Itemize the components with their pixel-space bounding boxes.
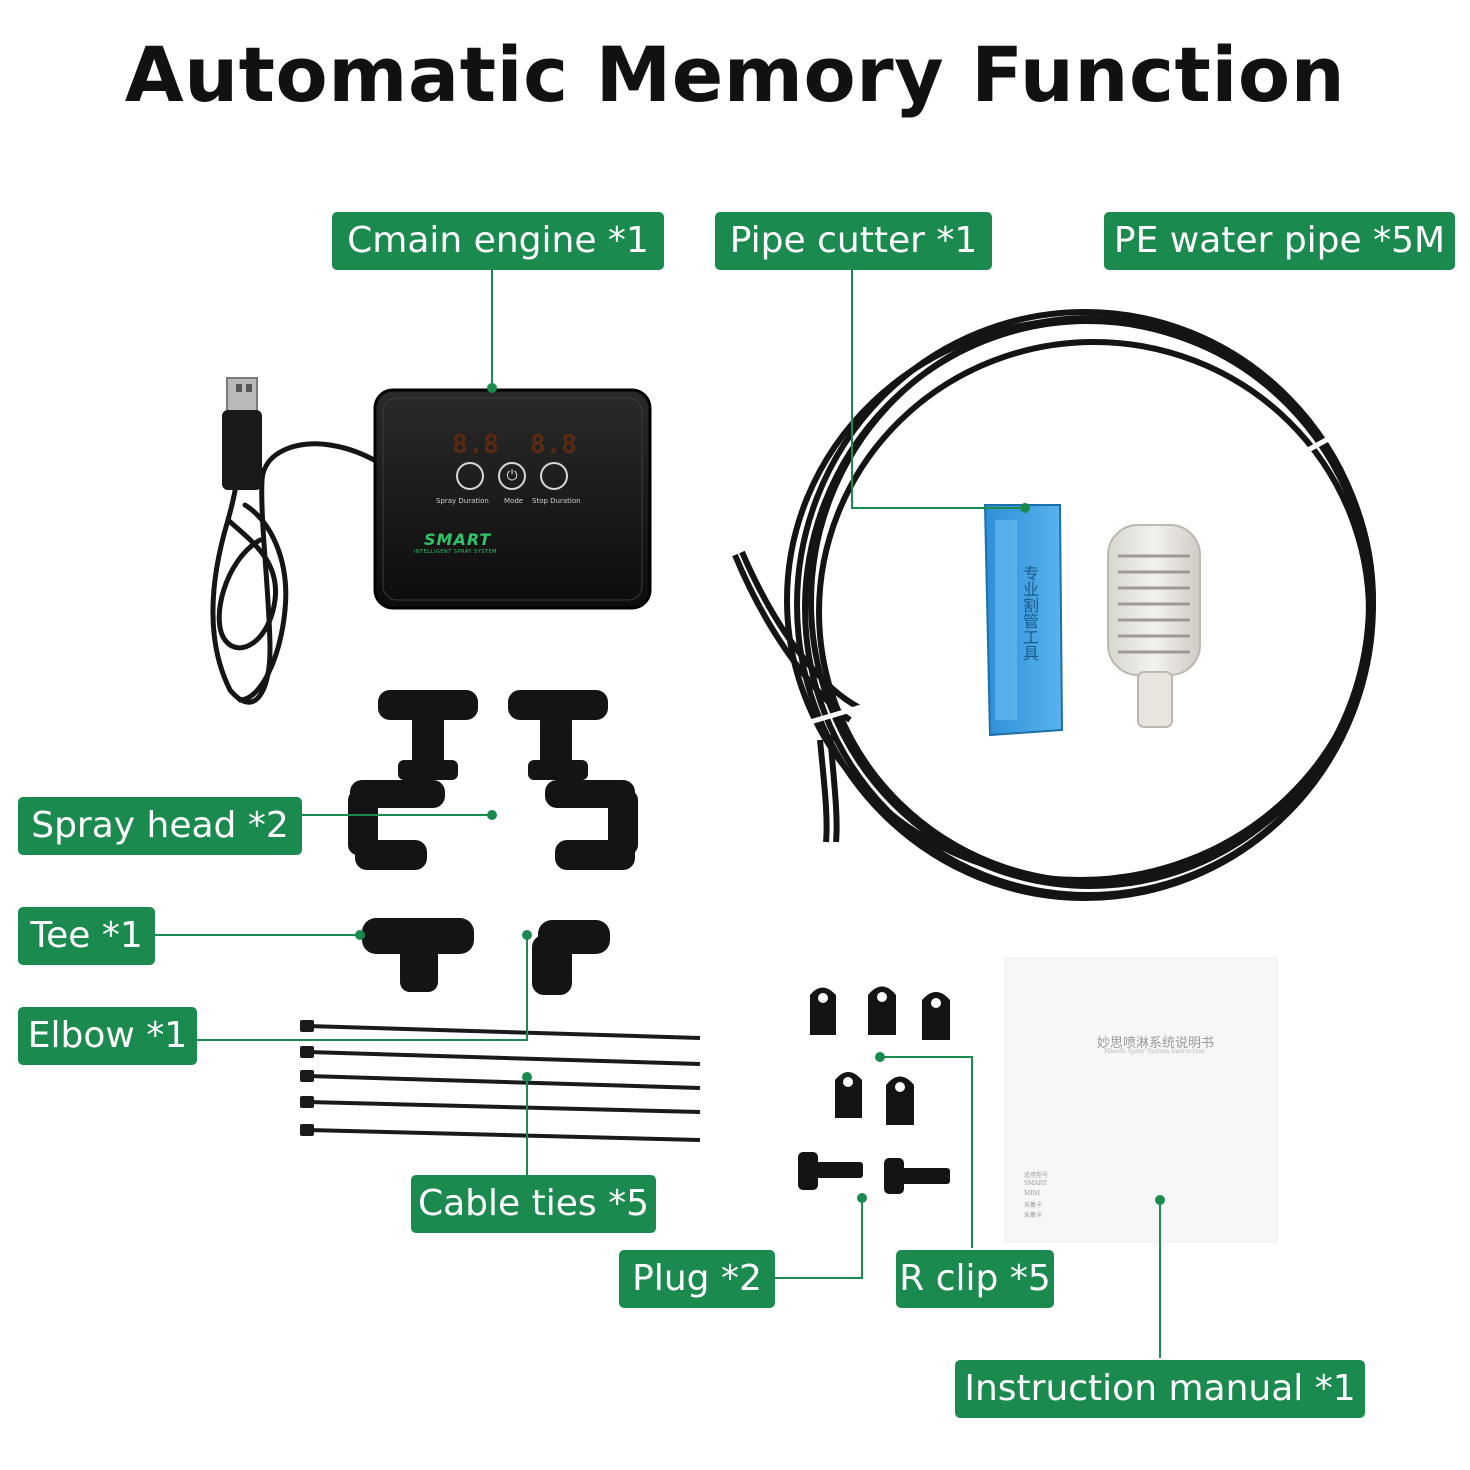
- spray-head-right: [508, 690, 638, 870]
- label-spray-head: Spray head *2: [18, 797, 302, 855]
- device-brand-sub: INTELLIGENT SPRAY SYSTEM: [414, 549, 497, 555]
- label-instruction-manual: Instruction manual *1: [955, 1360, 1365, 1418]
- elbow-fitting: [532, 920, 610, 995]
- manual-note-1: SMART: [1024, 1180, 1048, 1187]
- leader-lines: [155, 270, 1161, 1358]
- label-pe-water-pipe: PE water pipe *5M: [1104, 212, 1455, 270]
- manual-note-3: 采集卡: [1024, 1202, 1043, 1209]
- water-filter: [1107, 524, 1201, 728]
- cable-ties: [307, 1024, 701, 1142]
- spray-head-left: [348, 690, 478, 870]
- display-right: 8.8: [530, 430, 577, 460]
- button-label-mode: Mode: [504, 497, 524, 505]
- main-engine-controller: [373, 388, 652, 610]
- pipe-zip-tie: [809, 435, 1332, 725]
- mode-button[interactable]: ⏻: [498, 462, 526, 490]
- button-label-spray-duration: Spray Duration: [436, 497, 489, 505]
- button-label-stop-duration: Stop Duration: [532, 497, 581, 505]
- label-tee: Tee *1: [18, 907, 155, 965]
- display-left: 8.8: [452, 430, 499, 460]
- spray-duration-button[interactable]: [456, 462, 484, 490]
- label-plug: Plug *2: [619, 1250, 775, 1308]
- power-icon: ⏻: [506, 468, 518, 484]
- manual-subtitle: MiaoSi Spray System Instruction: [1104, 1048, 1205, 1055]
- label-elbow: Elbow *1: [18, 1007, 197, 1065]
- label-pipe-cutter: Pipe cutter *1: [715, 212, 992, 270]
- leader-dots: [355, 383, 1165, 1205]
- plugs: [798, 1152, 950, 1194]
- r-clips: [810, 986, 950, 1125]
- cable-tie-heads: [300, 1020, 314, 1136]
- usb-plug: [222, 377, 262, 490]
- pipe-cutter-tool: [983, 504, 1064, 737]
- stop-duration-button[interactable]: [540, 462, 568, 490]
- device-brand: SMART: [424, 530, 492, 549]
- manual-note-4: 采集卡: [1024, 1212, 1043, 1219]
- usb-cable: [210, 437, 381, 705]
- pe-water-pipe-coil: [732, 309, 1376, 901]
- page-title: Automatic Memory Function: [124, 30, 1346, 119]
- instruction-manual-sheet: [1004, 957, 1278, 1243]
- label-main-engine: Cmain engine *1: [332, 212, 664, 270]
- label-cable-ties: Cable ties *5: [411, 1175, 656, 1233]
- tee-fitting: [362, 918, 474, 992]
- manual-title: 妙思喷淋系统说明书: [1097, 1036, 1215, 1051]
- label-r-clip: R clip *5: [896, 1250, 1054, 1308]
- manual-note-0: 适用型号: [1024, 1172, 1049, 1179]
- cutter-print: 专业割管工具: [1020, 565, 1039, 661]
- manual-note-2: MINI: [1024, 1190, 1041, 1197]
